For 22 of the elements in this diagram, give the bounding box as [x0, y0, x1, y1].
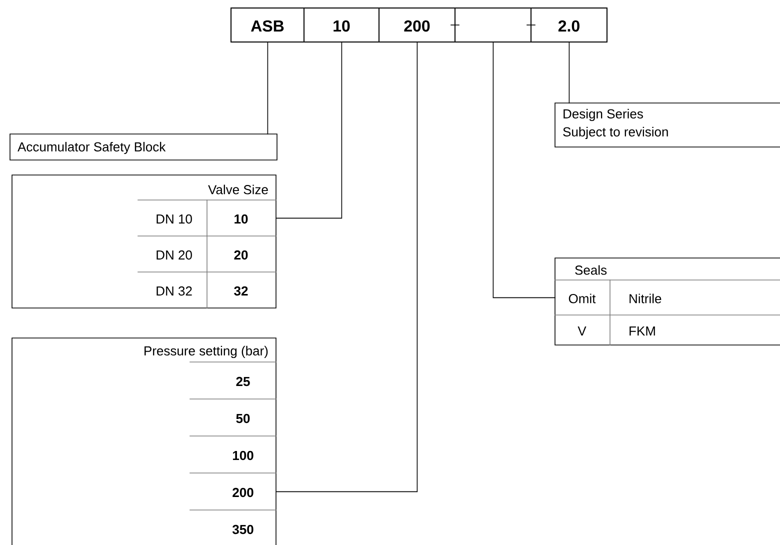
table-row: Omit Nitrile [554, 280, 780, 316]
code-cell [450, 8, 536, 42]
leader-line [276, 42, 418, 492]
table-row: 100 [190, 436, 276, 460]
table-row: DN 20 20 [138, 236, 276, 272]
table-row: DN 32 32 [138, 272, 276, 308]
table-row: 25 [190, 362, 276, 386]
label-box: Design Series Subject to revision [554, 102, 780, 148]
leader-line [267, 42, 268, 134]
code-cell: 2.0 [530, 8, 608, 42]
table-row: 200 [190, 472, 276, 498]
leader-line [276, 42, 342, 219]
code-cell: ASB [230, 8, 304, 42]
label-box: Accumulator Safety Block [10, 134, 278, 160]
code-cell: 10 [304, 8, 380, 42]
code-cell: 200 [378, 8, 456, 42]
table-row: V FKM [554, 314, 780, 346]
table-row: 50 [190, 398, 276, 424]
leader-line [568, 42, 570, 104]
table-row: 350 [190, 510, 276, 534]
table-row: DN 10 10 [138, 200, 276, 236]
leader-line [492, 42, 556, 298]
